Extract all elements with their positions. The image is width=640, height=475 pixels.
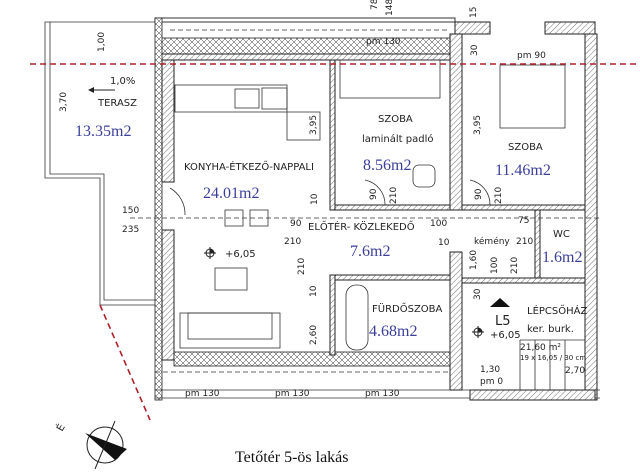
dim: 100 [430,219,447,229]
dim: 10 [309,285,319,297]
living-name: KONYHA-ÉTKEZŐ-NAPPALI [184,159,314,173]
room1-area: 8.56m2 [363,157,411,174]
north-arrow-icon [85,420,127,470]
section-line-diagonal [99,304,151,421]
dim: 210 [297,258,307,275]
room1-floor: laminált padló [362,133,434,145]
dim: 90 [369,188,379,200]
dim: pm 130 [275,389,310,399]
chimney-label: kémény [474,236,510,247]
dim: pm 0 [480,377,503,387]
room2-name: SZOBA [508,142,543,153]
dim: 90 [290,219,302,229]
slope-label: 1,0% [110,76,135,87]
terrace-area: 13.35m2 [75,123,131,140]
arrow-head-icon [88,87,94,93]
dim: 3,70 [59,92,69,112]
bath-area: 4.68m2 [369,323,417,340]
bath-name: FÜRDŐSZOBA [372,301,443,315]
dim: 10 [310,193,320,205]
dim: 2,60 [309,325,319,345]
room1-name: SZOBA [378,114,413,125]
dim: 210 [389,187,399,204]
terrace-name: TERASZ [97,98,137,109]
dim: 100 [490,257,500,274]
north-label: É [53,422,67,434]
furniture [169,59,585,390]
dim: 3,95 [309,115,319,135]
dim: 235 [122,225,139,235]
terrace-outline [44,21,155,306]
stair-width: 2,70 [565,366,585,376]
dim: 15 [469,7,479,18]
living-area: 24.01m2 [203,185,259,202]
stair-area: 21,60 m² [520,343,561,353]
plan-caption: Tetőtér 5-ös lakás [235,449,349,466]
dim: 150 [122,206,139,216]
hall-area: 7.6m2 [350,243,390,260]
unit-label: L5 [495,314,511,329]
dim: 148 [385,0,395,16]
hall-name: ELŐTÉR- KÖZLEKEDŐ [308,219,415,233]
dim: pm 130 [365,389,400,399]
living-level: +6,05 [225,249,256,260]
dim: 1,00 [97,32,107,52]
dim: 10 [438,238,450,248]
dim: 210 [284,237,301,247]
dim: 90 [474,188,484,200]
wc-name: WC [553,229,570,240]
entrance-arrow-icon [490,298,510,307]
exterior-walls [154,17,600,401]
stair-steps: 19 x 16,05 / 30 cm [520,354,586,362]
dim: pm 90 [517,51,546,61]
dim: 30 [470,44,480,56]
dim: 75 [518,216,529,226]
dim: 3,95 [473,115,483,135]
dim: 1,60 [469,250,479,270]
stair-level: +6,05 [490,330,521,341]
dim: pm 130 [366,37,401,47]
dim: 210 [494,187,504,204]
dim: pm 130 [185,389,220,399]
stair-name: LÉPCSŐHÁZ [527,303,587,317]
stair-floor: ker. burk. [527,324,574,335]
wc-area: 1.6m2 [542,249,582,266]
dim: 78 [370,0,380,10]
dim: 210 [510,257,520,274]
dimension-labels: 1,00 3,70 3,95 3,95 150 235 78 148 15 30… [59,0,546,399]
level-marker-icon [204,247,216,259]
dim: 210 [516,237,533,247]
dim: 30 [473,288,483,300]
interior-walls [329,33,596,401]
level-marker-icon [472,326,484,338]
room2-area: 11.46m2 [495,162,551,179]
dim: 1,30 [480,365,500,375]
